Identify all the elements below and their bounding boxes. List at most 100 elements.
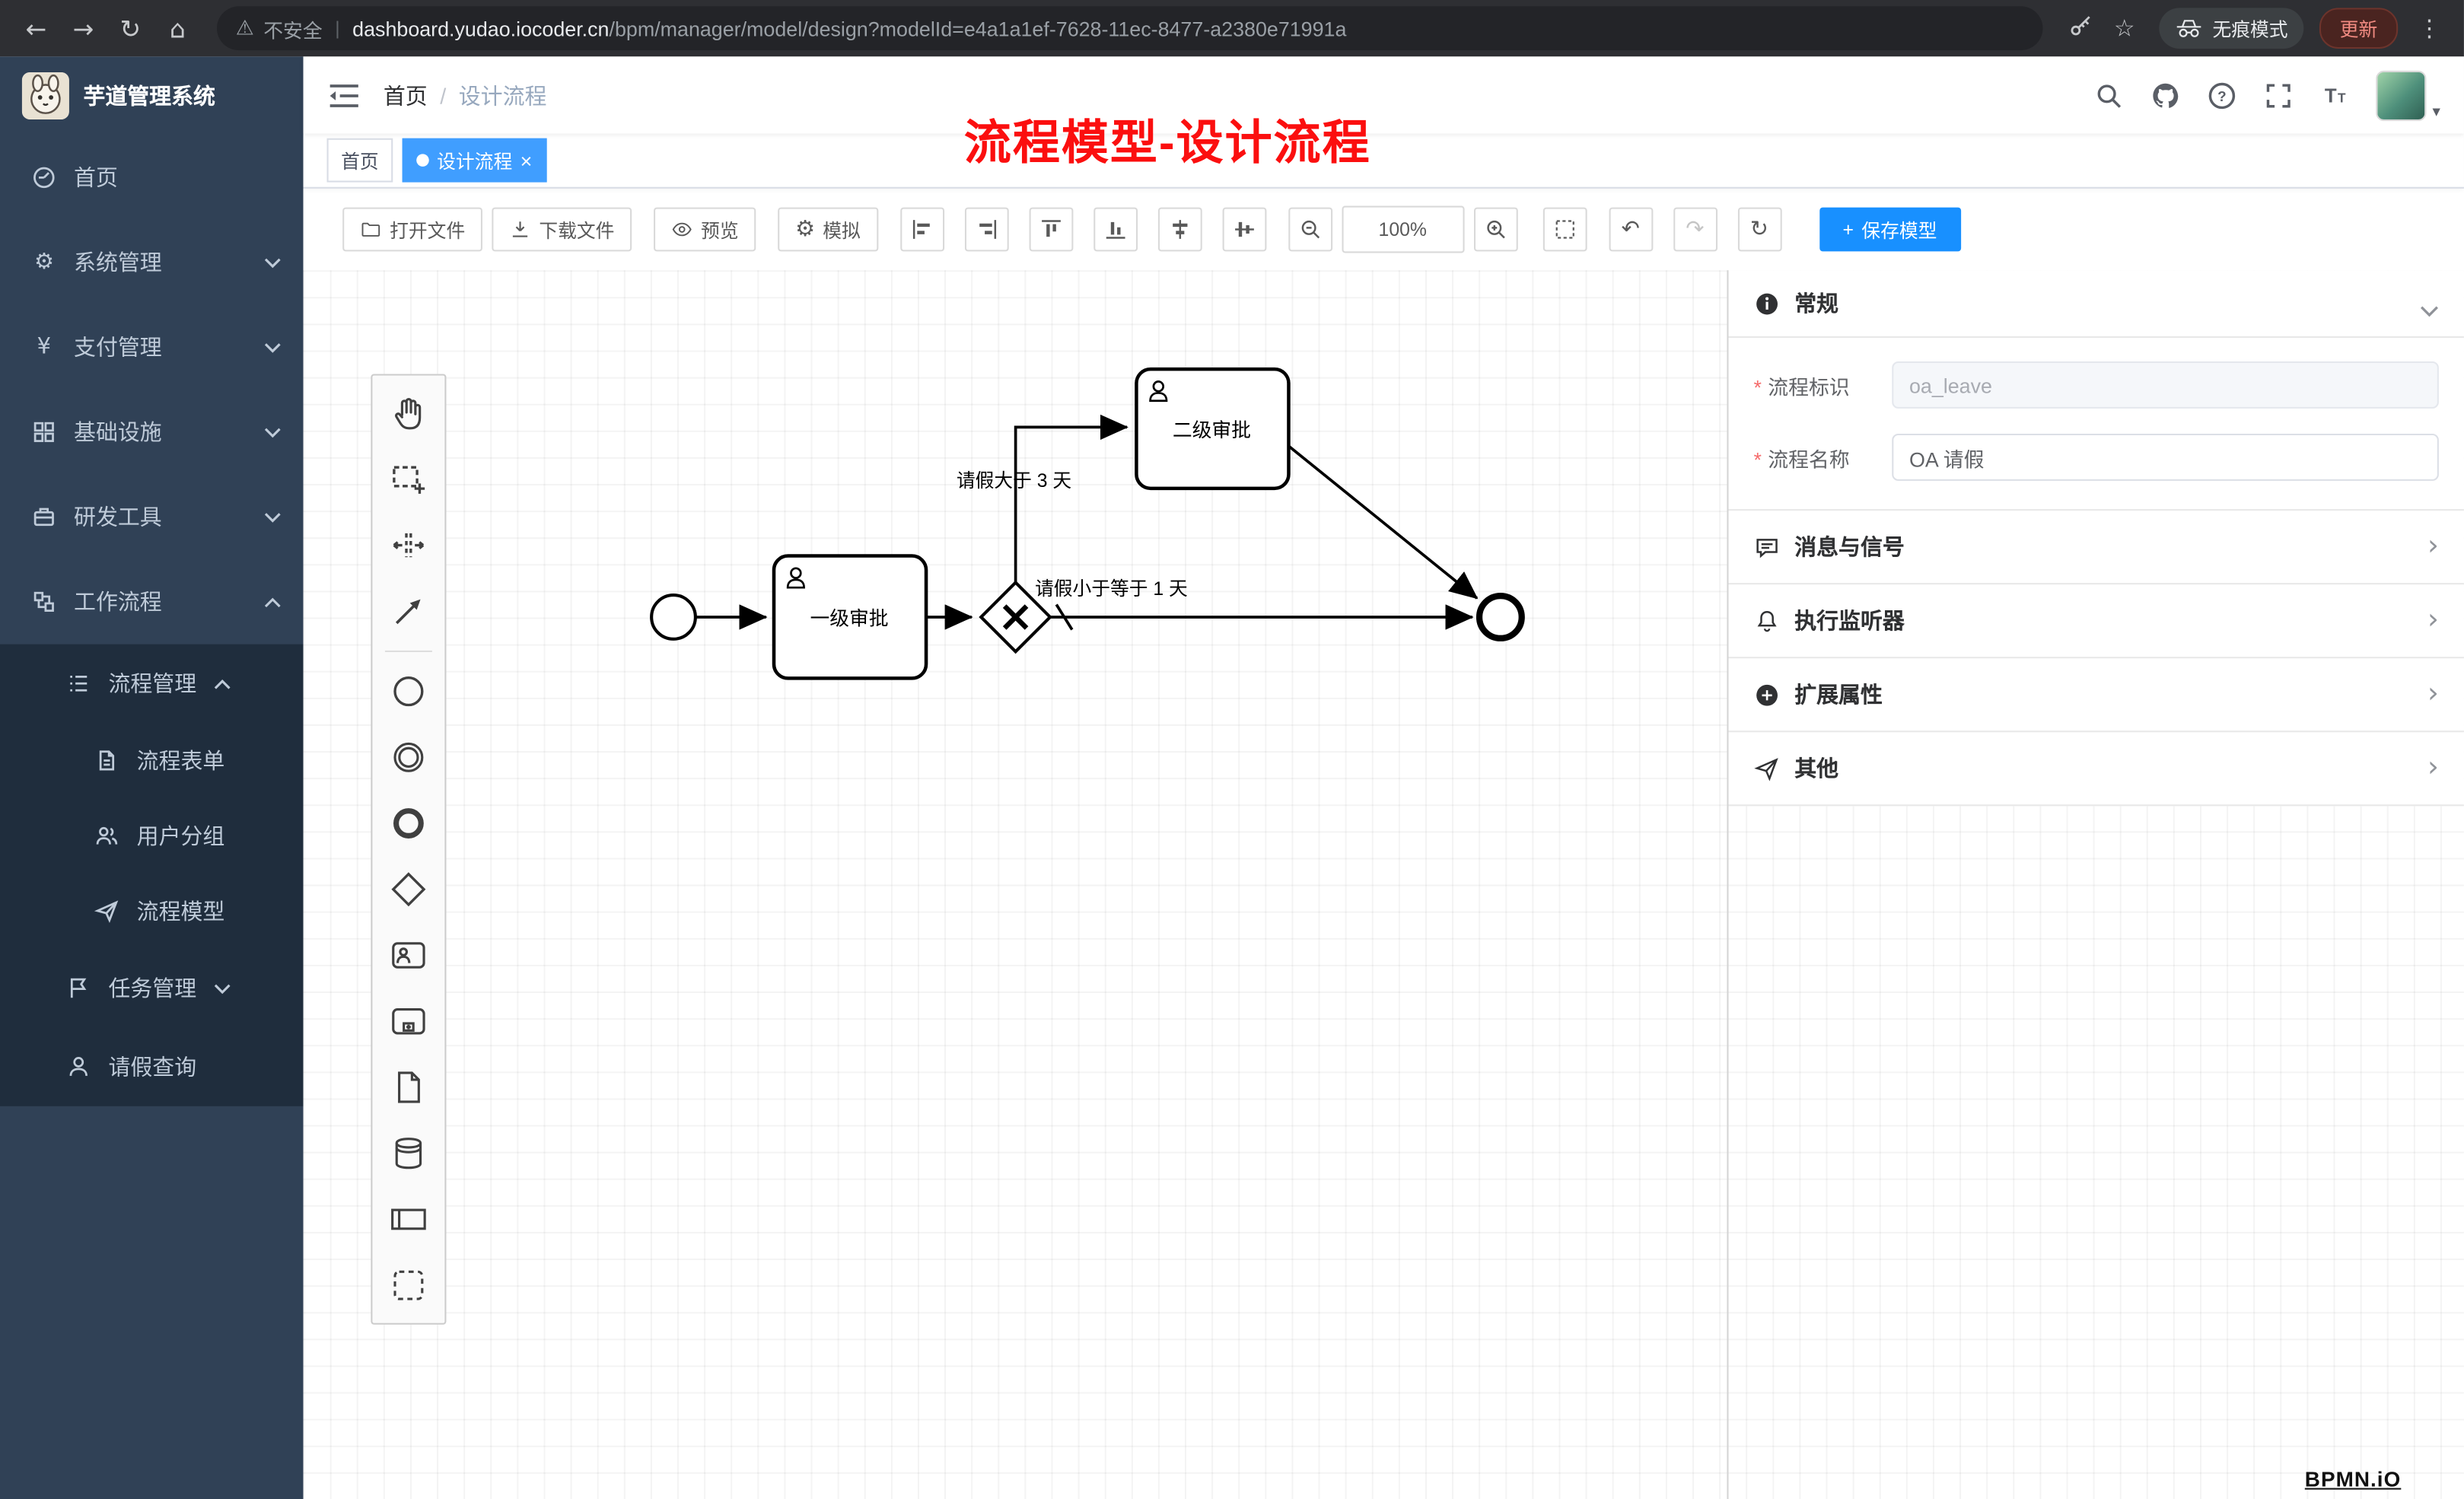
section-other[interactable]: 其他 › [1728,732,2464,807]
sidebar-item-workflow[interactable]: 工作流程 [0,559,304,644]
align-center-vertical-icon [1234,221,1254,237]
sidebar-item-devtools[interactable]: 研发工具 [0,475,304,560]
help-icon[interactable]: ? [2206,79,2237,110]
start-event-shape[interactable] [650,594,697,641]
zoom-reset-button[interactable] [1542,207,1587,252]
browser-back-button[interactable]: ← [25,13,47,43]
chevron-down-icon [264,511,282,522]
restart-button[interactable]: ↻ [1737,207,1781,252]
sidebar-item-process-management[interactable]: 流程管理 [0,644,304,723]
palette-create-data-store[interactable] [376,1120,442,1186]
align-top-button[interactable] [1028,207,1073,252]
download-file-button[interactable]: 下载文件 [492,207,632,252]
process-name-input[interactable] [1892,433,2439,481]
align-bottom-button[interactable] [1093,207,1138,252]
condition-label-lte-1-day[interactable]: 请假小于等于 1 天 [1035,578,1188,600]
bpmn-canvas[interactable]: 一级审批 二级审批 [303,270,2464,1499]
sidebar-item-payment[interactable]: ¥ 支付管理 [0,305,304,390]
palette-hand-tool[interactable] [376,380,442,447]
palette-space-tool[interactable] [376,512,442,578]
palette-create-intermediate-event[interactable] [376,724,442,791]
palette-lasso-tool[interactable] [376,446,442,512]
browser-home-button[interactable]: ⌂ [169,13,186,43]
plus-icon: + [1842,218,1854,240]
preview-button[interactable]: 预览 [654,207,756,252]
align-right-button[interactable] [964,207,1008,252]
palette-create-start-event[interactable] [376,658,442,724]
sidebar-item-infrastructure[interactable]: 基础设施 [0,390,304,475]
align-center-horizontal-icon [1172,220,1187,239]
palette-create-user-task[interactable] [376,922,442,988]
app-logo[interactable]: 芋道管理系统 [0,56,304,135]
app-title: 芋道管理系统 [83,83,215,109]
address-bar[interactable]: ⚠ 不安全 | dashboard.yudao.iocoder.cn/bpm/m… [216,6,2043,51]
designer-content: 打开文件 下载文件 预览 ⚙ [303,188,2464,1499]
zoom-out-button[interactable] [1288,207,1332,252]
process-name-row: *流程名称 [1754,433,2439,481]
sequence-flow-gateway-to-task2[interactable] [1014,414,1129,583]
browser-reload-button[interactable]: ↻ [119,13,142,43]
bookmark-star-icon[interactable]: ☆ [2113,14,2135,43]
process-key-input[interactable] [1892,361,2439,409]
section-message-signal[interactable]: 消息与信号 › [1728,511,2464,585]
user-avatar-menu[interactable]: ▾ [2376,69,2440,120]
sidebar-item-label: 用户分组 [136,823,225,849]
sidebar-item-home[interactable]: 首页 [0,135,304,221]
bpmn-io-watermark[interactable]: BPMN.iO [2304,1467,2402,1491]
users-icon [94,823,119,848]
simulate-button[interactable]: ⚙ 模拟 [778,207,878,252]
palette-create-data-object[interactable] [376,1055,442,1121]
task2-shape[interactable] [1135,367,1291,491]
condition-label-gt-3-days[interactable]: 请假大于 3 天 [957,470,1071,492]
plus-circle-icon [1754,681,1781,708]
sidebar-collapse-button[interactable] [327,81,361,109]
fullscreen-icon[interactable] [2263,79,2294,110]
task1-shape[interactable] [772,554,928,680]
tab-home[interactable]: 首页 [326,138,393,183]
restart-icon: ↻ [1749,216,1769,243]
sidebar-item-task-management[interactable]: 任务管理 [0,949,304,1027]
breadcrumb-separator: / [440,82,447,108]
align-center-horizontal-button[interactable] [1157,207,1202,252]
browser-update-button[interactable]: 更新 [2319,8,2399,49]
end-event-shape[interactable] [1476,592,1525,641]
palette-create-gateway[interactable] [376,856,442,922]
palette-create-subprocess[interactable] [376,988,442,1055]
browser-forward-button[interactable]: → [72,13,94,43]
bell-icon [1754,607,1781,634]
sidebar-item-label: 流程表单 [136,747,225,773]
palette-create-end-event[interactable] [376,791,442,857]
palette-create-participant[interactable] [376,1186,442,1252]
tab-design-process[interactable]: 设计流程 × [402,138,546,183]
browser-menu-icon[interactable]: ⋮ [2418,14,2441,43]
save-model-button[interactable]: + 保存模型 [1819,207,1961,252]
sidebar-item-process-form[interactable]: 流程表单 [0,723,304,798]
default-flow-marker [1055,603,1074,631]
not-secure-warning-icon: ⚠ [235,16,254,40]
sidebar-item-system[interactable]: ⚙ 系统管理 [0,220,304,305]
zoom-in-button[interactable] [1473,207,1518,252]
align-center-vertical-button[interactable] [1221,207,1266,252]
sidebar-item-leave-query[interactable]: 请假查询 [0,1028,304,1106]
sidebar-item-process-model[interactable]: 流程模型 [0,874,304,949]
sidebar-item-label: 系统管理 [74,250,162,275]
section-execution-listener[interactable]: 执行监听器 › [1728,584,2464,659]
user-task-icon [786,567,805,589]
align-left-button[interactable] [899,207,944,252]
palette-global-connect-tool[interactable] [376,578,442,644]
section-extension-attributes[interactable]: 扩展属性 › [1728,658,2464,733]
breadcrumb-home[interactable]: 首页 [383,82,428,108]
search-icon[interactable] [2093,79,2125,110]
undo-button[interactable]: ↶ [1608,207,1653,252]
sequence-flow-task2-to-end[interactable] [1288,444,1479,600]
redo-button[interactable]: ↷ [1673,207,1717,252]
section-general-header[interactable]: 常规 [1728,270,2464,338]
folder-icon [361,222,380,237]
palette-create-group[interactable] [376,1252,442,1319]
close-icon[interactable]: × [520,148,533,173]
open-file-button[interactable]: 打开文件 [342,207,482,252]
password-key-icon[interactable] [2061,11,2099,45]
github-icon[interactable] [2150,79,2181,110]
sidebar-item-user-group[interactable]: 用户分组 [0,798,304,874]
